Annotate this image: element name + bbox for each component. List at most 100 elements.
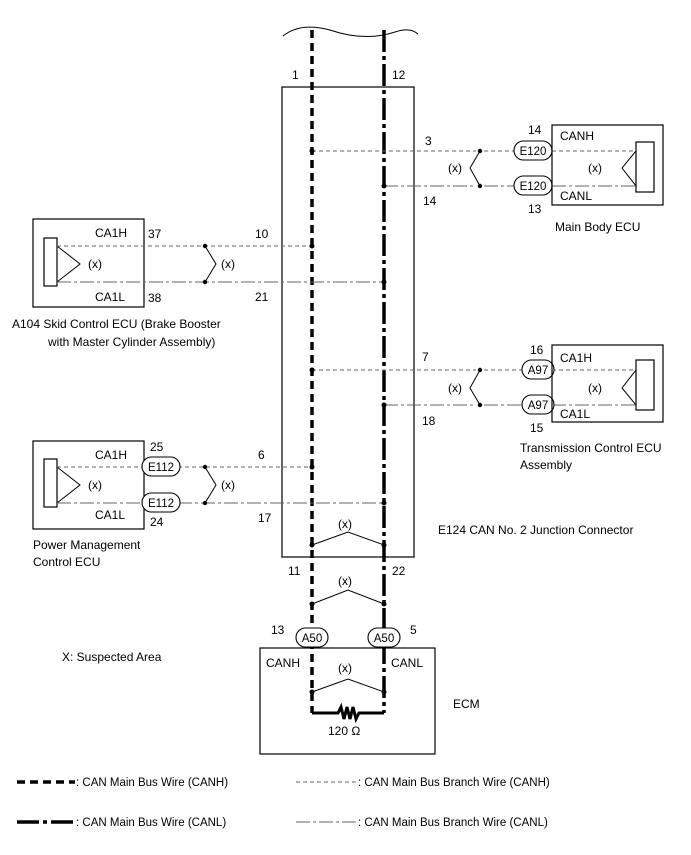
ecm-name: ECM <box>453 697 480 711</box>
transmission-splice-l <box>381 402 387 408</box>
power-mgmt-ecu-box <box>32 440 145 530</box>
transmission-internal-fault-label: (x) <box>588 381 602 395</box>
power-mgmt-internal-fault-label: (x) <box>88 478 102 492</box>
junction-pin-canh-bottom: 11 <box>288 564 301 578</box>
power-mgmt-internal-fault <box>56 466 81 504</box>
main-body-ecu-pin-l: 13 <box>528 202 542 216</box>
power-mgmt-connector-h <box>141 456 181 477</box>
skid-junction-pin-l: 21 <box>255 290 269 304</box>
power-mgmt-connector-h-label: E112 <box>148 462 174 474</box>
skid-fault-node-l <box>202 279 208 285</box>
ecm-fault-symbol <box>311 678 385 693</box>
terminator-resistor-icon <box>312 702 384 724</box>
transmission-ecu-pin-h: 16 <box>530 343 544 357</box>
junction-pin-canh-top: 1 <box>292 68 299 82</box>
main-body-ecu-module <box>635 141 655 193</box>
main-body-signal-h: CANH <box>560 129 594 143</box>
bus-fault-symbol <box>311 589 385 605</box>
transmission-internal-fault <box>621 369 637 406</box>
power-mgmt-junction-pin-h: 6 <box>258 448 265 462</box>
power-mgmt-fault-node-h <box>202 464 208 470</box>
skid-internal-fault <box>56 245 81 283</box>
ecm-pin-l: 5 <box>410 623 417 637</box>
main-body-splice-l <box>381 183 387 189</box>
main-body-junction-pin-h: 3 <box>425 134 432 148</box>
transmission-ecu-module <box>635 359 655 411</box>
power-mgmt-fault-node-l <box>202 500 208 506</box>
transmission-junction-pin-h: 7 <box>422 350 429 364</box>
ecm-resistor-label: 120 Ω <box>328 724 360 738</box>
skid-branch-fault-label: (x) <box>221 257 235 271</box>
main-body-branch-fault-label: (x) <box>448 161 462 175</box>
legend-main-canh-label: : CAN Main Bus Wire (CANH) <box>76 777 228 789</box>
junction-fault-label: (x) <box>338 517 352 531</box>
transmission-splice-h <box>309 367 315 373</box>
transmission-ecu-name-line1: Transmission Control ECU <box>520 441 662 455</box>
skid-ecu-pin-l: 38 <box>148 291 162 305</box>
legend-branch-canh-label: : CAN Main Bus Branch Wire (CANH) <box>358 777 550 789</box>
bus-fault-node-h <box>309 601 315 607</box>
ecm-connector-l-label: A50 <box>374 633 394 645</box>
ecm-box <box>259 647 436 755</box>
main-body-connector-h-label: E120 <box>520 146 547 158</box>
power-mgmt-signal-h: CA1H <box>95 448 127 462</box>
power-mgmt-connector-l-label: E112 <box>148 498 174 510</box>
transmission-ecu-pin-l: 15 <box>530 421 544 435</box>
skid-ecu-module <box>43 237 58 287</box>
ecm-fault-label: (x) <box>338 661 352 675</box>
skid-ecu-box <box>32 218 145 308</box>
wire-break-mark <box>282 26 419 38</box>
power-mgmt-signal-l: CA1L <box>95 508 125 522</box>
bus-fault-label: (x) <box>338 574 352 588</box>
ecm-fault-node-l <box>381 689 387 695</box>
skid-fault-node-h <box>202 243 208 249</box>
junction-pin-canl-bottom: 22 <box>392 564 406 578</box>
suspected-area-note: X: Suspected Area <box>62 650 162 664</box>
ecm-connector-h <box>295 627 329 648</box>
main-body-fault-symbol <box>469 150 481 187</box>
transmission-fault-node-h <box>477 367 483 373</box>
legend-main-canl-label: : CAN Main Bus Wire (CANL) <box>76 817 226 829</box>
main-body-splice-h <box>309 148 315 154</box>
transmission-branch-fault-label: (x) <box>448 381 462 395</box>
power-mgmt-ecu-pin-h: 25 <box>150 440 164 454</box>
power-mgmt-branch-fault-label: (x) <box>221 478 235 492</box>
skid-splice-l <box>381 279 387 285</box>
skid-ecu-name-line2: with Master Cylinder Assembly) <box>47 335 215 349</box>
transmission-connector-h <box>521 359 555 380</box>
main-body-ecu-name: Main Body ECU <box>555 220 640 234</box>
main-body-signal-l: CANL <box>560 189 592 203</box>
bus-fault-node-l <box>381 601 387 607</box>
skid-junction-pin-h: 10 <box>255 227 269 241</box>
legend-branch-canl-label: : CAN Main Bus Branch Wire (CANL) <box>358 817 548 829</box>
power-mgmt-splice-h <box>309 464 315 470</box>
skid-splice-h <box>309 243 315 249</box>
power-mgmt-splice-l <box>381 500 387 506</box>
transmission-fault-symbol <box>469 369 481 406</box>
ecm-signal-h: CANH <box>266 656 300 670</box>
ecm-connector-h-label: A50 <box>302 633 322 645</box>
main-body-ecu-box <box>551 124 664 206</box>
skid-ecu-name-line1: A104 Skid Control ECU (Brake Booster <box>12 317 221 331</box>
junction-fault-node-l <box>381 542 387 548</box>
power-mgmt-connector-l <box>141 492 181 513</box>
ecm-fault-node-h <box>309 689 315 695</box>
skid-signal-l: CA1L <box>95 290 125 304</box>
main-body-connector-l-label: E120 <box>520 181 547 193</box>
ecm-pin-h: 13 <box>271 623 285 637</box>
skid-fault-symbol <box>204 245 217 283</box>
power-mgmt-junction-pin-l: 17 <box>258 511 272 525</box>
transmission-signal-l: CA1L <box>560 407 590 421</box>
skid-ecu-pin-h: 37 <box>148 227 162 241</box>
main-body-internal-fault <box>621 150 637 187</box>
ecm-signal-l: CANL <box>391 656 423 670</box>
junction-fault-symbol <box>311 531 385 546</box>
main-body-fault-node-h <box>477 148 483 154</box>
main-body-ecu-pin-h: 14 <box>528 123 542 137</box>
main-body-fault-node-l <box>477 183 483 189</box>
main-body-junction-pin-l: 14 <box>423 194 437 208</box>
ecm-connector-l <box>367 627 401 648</box>
main-body-internal-fault-label: (x) <box>588 161 602 175</box>
